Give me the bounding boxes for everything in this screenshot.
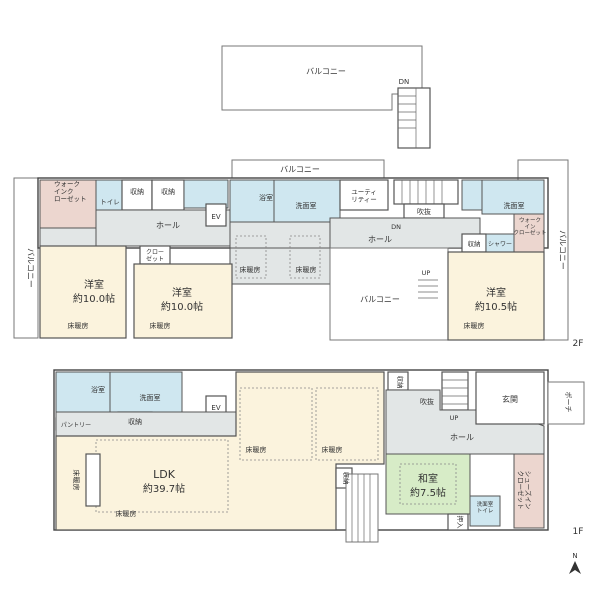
storage-1f-2-label: 収納 (396, 376, 405, 389)
stair-center (418, 279, 438, 299)
washroom-2f (273, 179, 341, 223)
stair-2f (393, 179, 459, 205)
ldk (55, 371, 385, 531)
svg-text:N: N (572, 552, 577, 560)
storage-2f-2 (151, 179, 185, 211)
room2-name: 洋室 (172, 286, 192, 299)
storage1-label: 収納 (130, 187, 144, 196)
dn-mid-label: DN (391, 223, 401, 231)
room3-size: 約10.5帖 (475, 300, 517, 313)
utility-2f (339, 179, 389, 211)
ldk-name: LDK (153, 468, 176, 481)
compass-icon: N (569, 552, 581, 574)
walkin-closet-left (39, 179, 97, 229)
entrance-label: 玄関 (502, 394, 518, 404)
storage-right-label: 収納 (468, 239, 481, 248)
wc-label: 洗面室トイレ (477, 500, 494, 514)
shoes-closet (513, 453, 545, 529)
balcony-left (13, 177, 39, 339)
washitsu-size: 約7.5帖 (410, 486, 446, 499)
floor-1-label: 1F (573, 527, 584, 537)
balcony-left-label: バルコニー (26, 248, 35, 288)
storage2-label: 収納 (161, 187, 175, 196)
floorheat1-label: 床暖房 (240, 265, 261, 274)
storage-1f-3-label: 収納 (342, 472, 351, 485)
walkin-left-label: ウォークインクローゼット (54, 180, 87, 203)
ev-1f-label: EV (211, 404, 220, 412)
oshiire-label: 押入 (456, 516, 465, 530)
room1-size: 約10.0帖 (73, 292, 115, 305)
room3-heat: 床暖房 (464, 321, 485, 330)
room2-size: 約10.0帖 (161, 300, 203, 313)
toilet-label: トイレ (100, 198, 120, 206)
porch-label: ポーチ (564, 392, 572, 413)
wc-1f (469, 495, 501, 527)
storage-1f-label: 収納 (128, 417, 142, 426)
washroom-1f (109, 371, 183, 413)
balcony-center-label: バルコニー (360, 295, 400, 304)
heat-b-label: 床暖房 (322, 445, 343, 454)
up-mid-label: UP (422, 269, 431, 277)
balcony-center (329, 247, 449, 341)
oshiire (447, 513, 469, 531)
washroom-right-label: 洗面室 (504, 201, 525, 210)
washitsu-name: 和室 (418, 472, 438, 485)
balcony-mid-label: バルコニー (280, 165, 320, 174)
heat-a-label: 床暖房 (246, 445, 267, 454)
shoes-label: シューズインクローゼット (517, 471, 533, 510)
room-3-2f (447, 251, 545, 341)
stair-front (345, 473, 379, 543)
floor-2-label: 2F (573, 339, 584, 349)
ev-2f-label: EV (211, 213, 220, 221)
stair-1f (441, 371, 469, 411)
balcony-right-label: バルコニー (558, 230, 567, 270)
room1-name: 洋室 (84, 278, 104, 291)
entrance (475, 371, 545, 425)
shower-label: シャワー (488, 241, 512, 248)
ev-2f (205, 203, 227, 227)
storage-2f-1 (121, 179, 153, 211)
fukinuke-1f-label: 吹抜 (420, 397, 434, 406)
hall-left-label: ホール (156, 221, 180, 230)
up-1f-label: UP (450, 414, 459, 422)
floor-2: バルコニー DN バルコニー バルコニー バルコニー バルコニー ウォークインク… (13, 45, 584, 349)
room-2-2f (133, 263, 233, 339)
heat-ldk-label: 床暖房 (116, 509, 137, 518)
floor-1: 浴室 洗面室 EV パントリー 収納 LDK 約39.7帖 床暖房 床暖房 床暖… (53, 369, 585, 543)
bath-1f (55, 371, 111, 413)
ldk-size: 約39.7帖 (143, 482, 185, 495)
stair-top (397, 87, 431, 149)
fukinuke-2f-label: 吹抜 (417, 207, 431, 216)
hall-1f-label: ホール (450, 433, 474, 442)
room2-heat: 床暖房 (150, 321, 171, 330)
balcony-top-label: バルコニー (306, 67, 346, 76)
room1-heat: 床暖房 (68, 321, 89, 330)
bath-1f-label: 浴室 (91, 385, 105, 394)
washroom-1f-label: 洗面室 (140, 393, 161, 402)
kitchen-counter (85, 453, 101, 507)
walkin-right-label: ウォークインクローゼット (513, 216, 546, 237)
toilet-2f (95, 179, 123, 211)
closet-small-label: クローゼット (146, 249, 164, 263)
utility-label: ユーティリティー (351, 188, 377, 203)
heat-kitchen-label: 床暖房 (72, 470, 81, 491)
floorheat2-label: 床暖房 (296, 265, 317, 274)
porch (547, 381, 585, 425)
room3-name: 洋室 (486, 286, 506, 299)
balcony-top (221, 45, 423, 111)
washroom-2f-label: 洗面室 (296, 201, 317, 210)
washroom-2f-right (481, 179, 545, 215)
pantry-label: パントリー (61, 422, 91, 429)
hall-2f-right (329, 217, 481, 249)
bath-2f-label: 浴室 (259, 193, 273, 202)
room-1-2f (39, 245, 127, 339)
hall-right-label: ホール (368, 235, 392, 244)
dn-top-label: DN (399, 78, 410, 86)
walkin-closet-right (513, 213, 545, 253)
